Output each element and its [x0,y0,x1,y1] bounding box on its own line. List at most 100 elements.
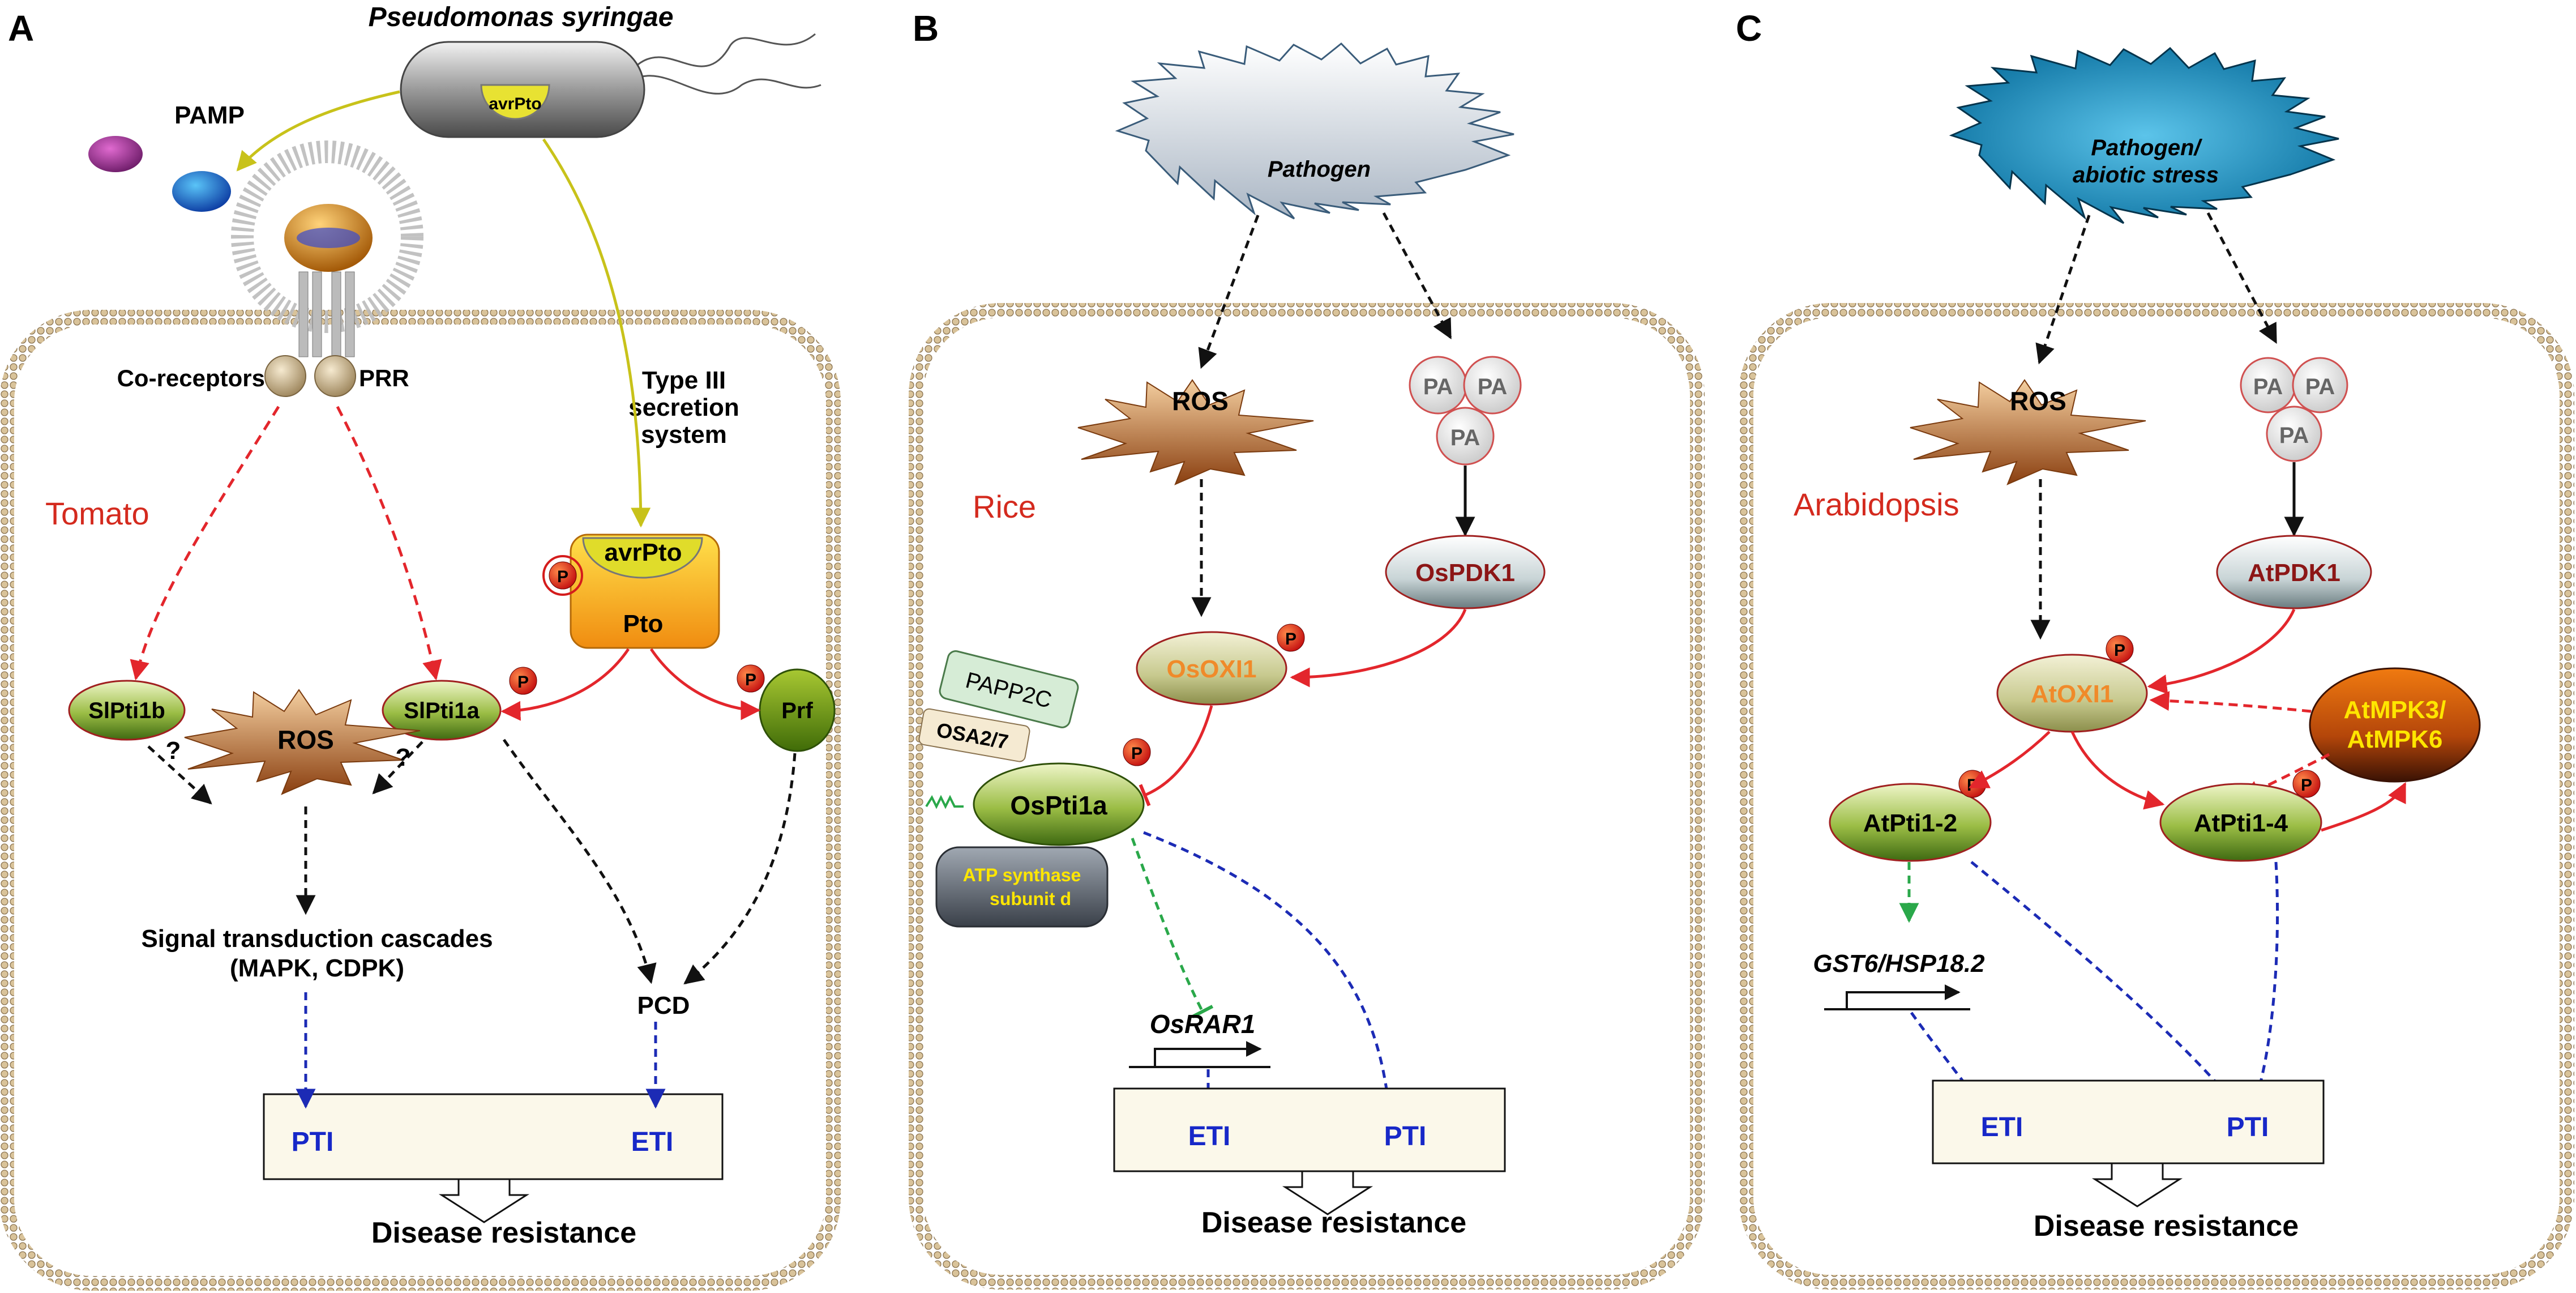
bacterium: avrPto [400,33,821,138]
pathogen-label-c-line2: abiotic stress [2073,163,2219,187]
pti-label-a: PTI [292,1127,334,1157]
slpti1a-to-ros-arrow [372,741,423,795]
atmpk-oval [2309,667,2481,783]
slpti1b-label: SlPti1b [88,698,165,723]
stress-to-pa-arrow [2206,212,2278,344]
osoxi1-oval [1136,631,1287,706]
osa-shape [918,708,1030,762]
type3-label-line2: secretion [628,394,739,421]
atoxi1-label: AtOXI1 [2031,680,2114,708]
ros-star-a [184,689,421,795]
disease-resistance-b: Disease resistance [1201,1206,1466,1239]
ros-star-c [1910,379,2146,485]
type3-label-line1: Type III [642,366,726,394]
atpti1-4-label: AtPti1-4 [2194,809,2288,837]
eti-label-c: ETI [1981,1112,2023,1142]
question-mark: ? [396,744,411,771]
osa-box: OSA2/7 [918,708,1030,762]
receptor-stalk [345,271,355,357]
atpti1-2-label: AtPti1-2 [1863,809,1957,837]
panel-letter-c: C [1736,8,1762,49]
cell-membrane-a [0,310,841,1291]
ospdk1-label: OsPDK1 [1415,559,1515,587]
ospdk1-oval [1385,535,1546,609]
outcome-arrow-a [438,1178,530,1223]
prr-label: PRR [359,365,409,391]
cell-membrane-b [909,303,1705,1290]
slpti1b-oval [68,680,186,741]
avrpto-bound [582,537,703,579]
prr-kinase [314,355,356,397]
pa-molecule [1436,407,1495,466]
prr-receptor [231,140,423,397]
atoxi1-to-atpti1-2-arrow [1968,731,2051,789]
ros-star-b [1077,379,1314,485]
atpti1-4-oval [2159,783,2322,862]
ospdk1-to-osoxi1-arrow [1290,609,1467,688]
ospti1a-label: OsPti1a [1010,791,1107,820]
ros-label-b: ROS [1172,386,1229,416]
phospho-label: P [2301,776,2312,795]
prr-to-slpti1a-arrow [336,406,442,681]
atpti1-2-to-pti-arrow [1970,861,2244,1115]
pti-label-c: PTI [2227,1112,2269,1142]
atpti1-4-to-atmpk-arrow [2321,782,2407,832]
outcome-arrow-c [2091,1162,2183,1207]
atmpk-label-line1: AtMPK3/ [2344,696,2446,724]
pamp-release-arrow [236,90,400,172]
organism-label-c: Arabidopsis [1794,487,1959,522]
co-receptor-kinase [264,355,306,397]
phospho-badge [549,561,577,590]
pcd-label: PCD [637,992,690,1019]
pa-molecule [1463,356,1522,415]
pa-label: PA [1450,425,1480,450]
atp-label-line2: subunit d [990,889,1071,909]
atp-synthase-box [935,846,1109,928]
pamp-label: PAMP [174,101,245,129]
slpti1a-label: SlPti1a [404,698,480,723]
pa-cluster-c: PA PA PA [2240,357,2348,462]
ospti1a-inhibits-osrar1 [1131,838,1214,1018]
atpti1-4-to-pti-arrow [2248,861,2279,1116]
gene-label-c: GST6/HSP18.2 [1813,950,1985,978]
slpti1b-to-ros-arrow [147,745,212,805]
avrpto-bound-label: avrPto [605,539,682,566]
pamp-molecule [172,171,231,212]
cascade-label-line2: (MAPK, CDPK) [230,954,404,982]
phospho-label: P [557,567,568,586]
slpti1a-oval [382,680,502,741]
ospti1a-inhibits-pti [1143,831,1399,1096]
phospho-label: P [1285,630,1296,648]
disease-resistance-c: Disease resistance [2034,1210,2299,1243]
outcome-arrow-b [1282,1170,1373,1215]
pa-label: PA [2279,423,2309,448]
pathogen-title: Pseudomonas syringae [369,2,674,32]
panel-letter-b: B [913,8,939,49]
atmpk-to-atoxi1-arrow [2149,691,2312,713]
atpdk1-to-atoxi1-arrow [2147,609,2296,694]
phospho-badge [2292,770,2321,798]
pathogen-starburst-b [1115,42,1514,220]
atpti1-2-oval [1829,783,1992,862]
pamp-molecule [88,136,143,172]
pa-label: PA [1423,374,1453,399]
eti-label-b: ETI [1188,1121,1231,1151]
pathogen-to-pa-arrow [1382,212,1452,340]
stress-to-ros-arrow [2035,215,2091,365]
phospho-badge [1123,738,1151,766]
papp2c-shape [939,650,1079,728]
ros-label-a: ROS [277,725,334,754]
avrpto-in-bacterium [480,84,550,120]
osoxi1-label: OsOXI1 [1167,655,1257,683]
question-mark: ? [166,737,181,765]
co-receptors-label: Co-receptors [117,365,265,391]
atmpk-label-line2: AtMPK6 [2347,726,2443,753]
cell-membrane-c [1739,303,2574,1290]
prr-to-slpti1b-arrow [130,406,280,681]
pa-molecule [2292,357,2348,413]
cascade-label-line1: Signal transduction cascades [141,925,493,953]
receptor-stalk [298,271,309,357]
pa-label: PA [1478,374,1508,399]
phospho-badge [737,664,765,693]
